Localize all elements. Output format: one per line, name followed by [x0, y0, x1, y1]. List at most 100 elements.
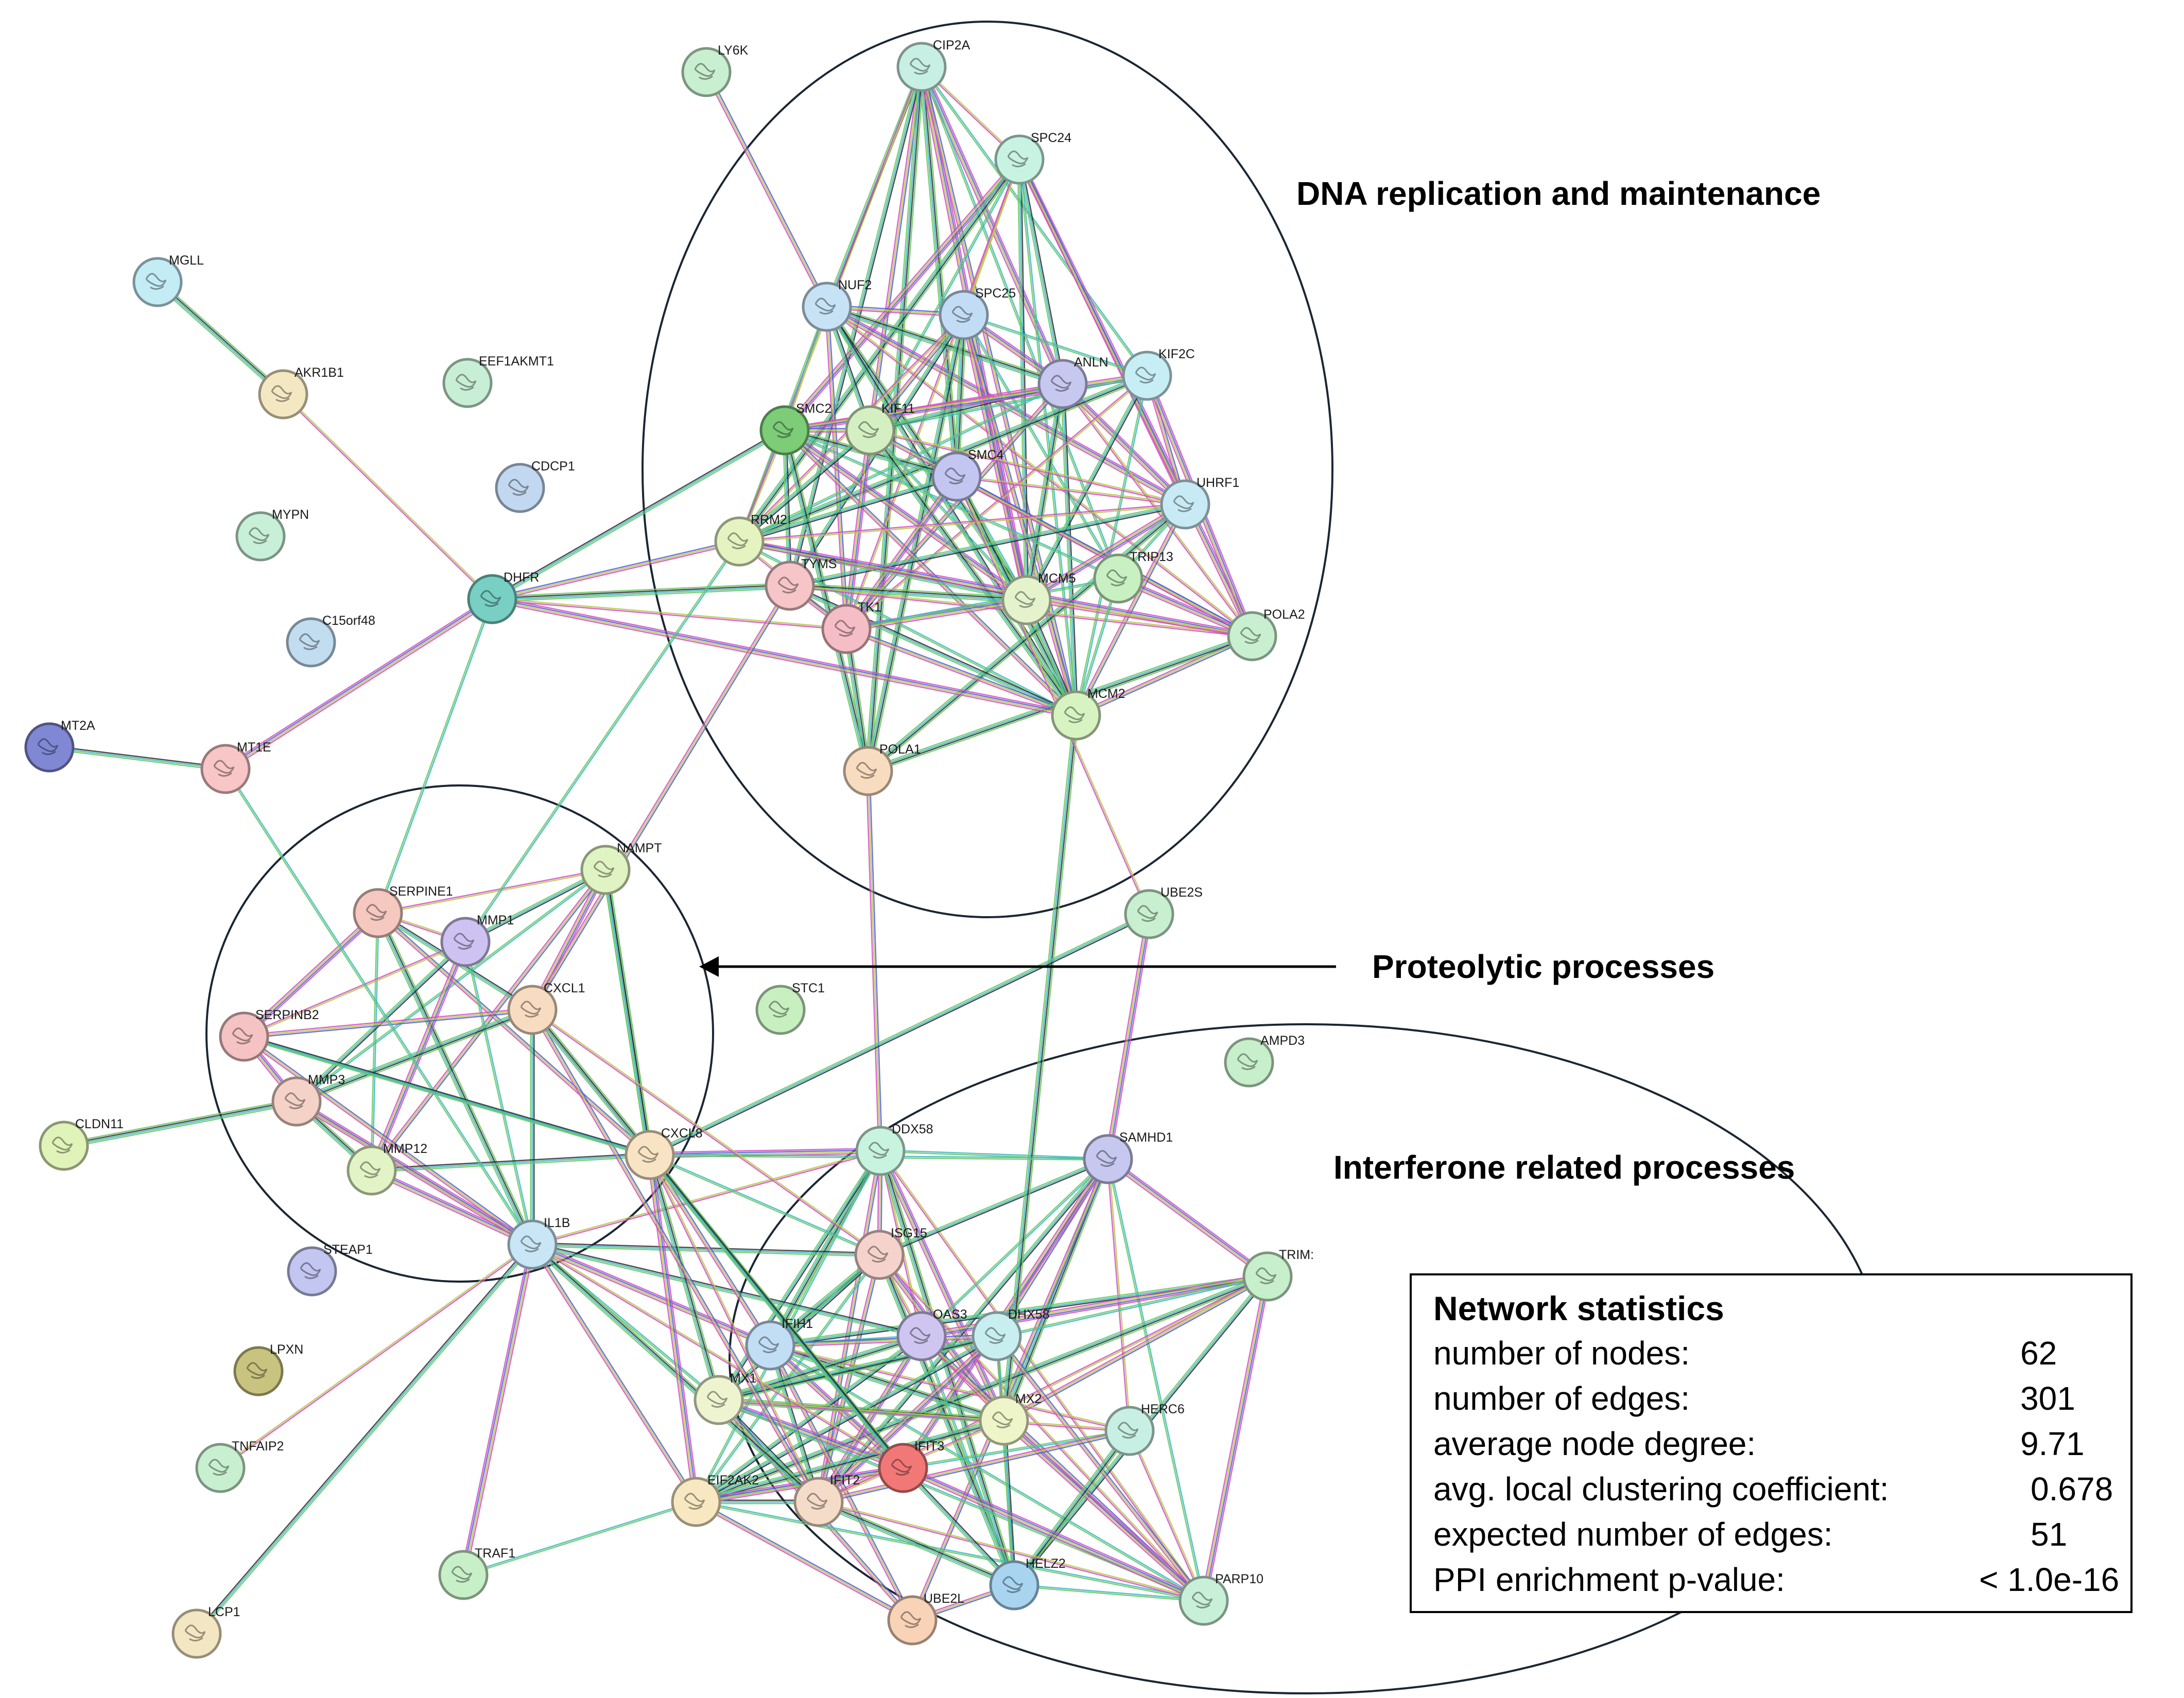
node-ly6k[interactable]: LY6K: [681, 43, 749, 97]
node-nuf2[interactable]: NUF2: [802, 278, 872, 332]
node-pola2[interactable]: POLA2: [1227, 607, 1305, 661]
node-circle[interactable]: [694, 1375, 744, 1425]
node-circle[interactable]: [855, 1126, 906, 1176]
node-tk1[interactable]: TK1: [821, 600, 881, 654]
node-circle[interactable]: [233, 1346, 284, 1396]
node-circle[interactable]: [854, 1230, 905, 1280]
node-rrm2[interactable]: RRM2: [714, 513, 787, 567]
node-circle[interactable]: [442, 358, 493, 408]
node-circle[interactable]: [235, 511, 286, 562]
node-steap1[interactable]: STEAP1: [287, 1242, 373, 1297]
node-mypn[interactable]: MYPN: [235, 507, 309, 562]
node-circle[interactable]: [171, 1608, 222, 1659]
node-circle[interactable]: [507, 1219, 558, 1270]
node-circle[interactable]: [1037, 359, 1088, 409]
node-nampt[interactable]: NAMPT: [580, 841, 662, 895]
node-akr1b1[interactable]: AKR1B1: [258, 365, 344, 419]
node-circle[interactable]: [1083, 1134, 1133, 1184]
node-mx2[interactable]: MX2: [979, 1392, 1042, 1446]
node-circle[interactable]: [821, 604, 872, 654]
node-circle[interactable]: [845, 405, 895, 456]
node-mx1[interactable]: MX1: [694, 1371, 756, 1425]
node-mcm2[interactable]: MCM2: [1051, 687, 1125, 741]
node-circle[interactable]: [1160, 479, 1210, 530]
node-kif11[interactable]: KIF11: [845, 401, 915, 456]
node-cldn11[interactable]: CLDN11: [39, 1117, 124, 1171]
node-dhfr[interactable]: DHFR: [467, 570, 539, 624]
node-circle[interactable]: [979, 1395, 1029, 1446]
node-circle[interactable]: [625, 1130, 675, 1180]
node-circle[interactable]: [887, 1595, 938, 1646]
node-circle[interactable]: [353, 888, 403, 938]
node-smc4[interactable]: SMC4: [931, 448, 1004, 502]
node-ube2s[interactable]: UBE2S: [1124, 885, 1203, 939]
node-lcp1[interactable]: LCP1: [171, 1605, 240, 1659]
node-serpinb2[interactable]: SERPINB2: [219, 1008, 319, 1062]
node-ifit3[interactable]: IFIT3: [878, 1439, 944, 1493]
node-circle[interactable]: [287, 1246, 337, 1297]
node-smc2[interactable]: SMC2: [759, 401, 831, 456]
node-circle[interactable]: [765, 561, 815, 611]
node-circle[interactable]: [793, 1477, 844, 1527]
node-ddx58[interactable]: DDX58: [855, 1122, 933, 1176]
node-circle[interactable]: [24, 722, 75, 773]
node-il1b[interactable]: IL1B: [507, 1216, 570, 1270]
node-helz2[interactable]: HELZ2: [989, 1556, 1066, 1611]
node-spc25[interactable]: SPC25: [939, 286, 1016, 340]
node-c15orf48[interactable]: C15orf48: [286, 614, 375, 668]
node-circle[interactable]: [286, 617, 336, 668]
node-circle[interactable]: [681, 47, 732, 97]
node-circle[interactable]: [39, 1121, 89, 1171]
node-cxcl8[interactable]: CXCL8: [625, 1126, 703, 1180]
node-circle[interactable]: [1122, 351, 1172, 401]
node-ifih1[interactable]: IFIH1: [745, 1317, 813, 1371]
node-samhd1[interactable]: SAMHD1: [1083, 1130, 1173, 1184]
node-circle[interactable]: [878, 1443, 928, 1493]
node-circle[interactable]: [219, 1011, 269, 1062]
node-tyms[interactable]: TYMS: [765, 557, 837, 611]
node-cip2a[interactable]: CIP2A: [896, 38, 970, 92]
node-mcm5[interactable]: MCM5: [1001, 571, 1076, 625]
node-pola1[interactable]: POLA1: [843, 742, 921, 796]
node-circle[interactable]: [346, 1145, 397, 1196]
node-circle[interactable]: [896, 1311, 947, 1361]
node-tnfaip2[interactable]: TNFAIP2: [195, 1439, 284, 1493]
node-stc1[interactable]: STC1: [755, 981, 825, 1035]
node-circle[interactable]: [994, 134, 1045, 185]
node-circle[interactable]: [972, 1311, 1022, 1361]
node-circle[interactable]: [132, 257, 183, 307]
node-isg15[interactable]: ISG15: [854, 1226, 927, 1280]
node-circle[interactable]: [507, 985, 558, 1035]
node-circle[interactable]: [1124, 889, 1174, 939]
node-circle[interactable]: [802, 282, 852, 332]
node-circle[interactable]: [195, 1443, 246, 1493]
node-circle[interactable]: [1104, 1406, 1155, 1456]
node-circle[interactable]: [1178, 1576, 1229, 1626]
node-lpxn[interactable]: LPXN: [233, 1342, 303, 1396]
node-cxcl1[interactable]: CXCL1: [507, 981, 585, 1035]
node-circle[interactable]: [755, 985, 806, 1035]
node-circle[interactable]: [440, 917, 491, 967]
node-circle[interactable]: [258, 369, 308, 419]
node-serpine1[interactable]: SERPINE1: [353, 884, 453, 938]
node-trip13[interactable]: TRIP13: [1093, 550, 1173, 604]
node-cdcp1[interactable]: CDCP1: [495, 459, 575, 513]
node-mmp12[interactable]: MMP12: [346, 1142, 427, 1196]
node-ifit2[interactable]: IFIT2: [793, 1473, 860, 1527]
node-mt1e[interactable]: MT1E: [200, 740, 271, 794]
node-circle[interactable]: [200, 744, 251, 794]
node-eif2ak2[interactable]: EIF2AK2: [671, 1473, 759, 1527]
node-trim[interactable]: TRIM:: [1242, 1248, 1314, 1302]
node-mmp3[interactable]: MMP3: [271, 1073, 345, 1127]
node-circle[interactable]: [495, 463, 545, 513]
node-mt2a[interactable]: MT2A: [24, 719, 95, 773]
node-circle[interactable]: [580, 845, 631, 895]
node-circle[interactable]: [671, 1477, 721, 1527]
node-circle[interactable]: [271, 1076, 322, 1127]
node-circle[interactable]: [843, 746, 893, 796]
node-circle[interactable]: [745, 1320, 795, 1371]
node-ampd3[interactable]: AMPD3: [1224, 1034, 1305, 1088]
node-circle[interactable]: [714, 516, 765, 567]
node-eef1akmt1[interactable]: EEF1AKMT1: [442, 354, 554, 408]
node-circle[interactable]: [896, 42, 947, 92]
